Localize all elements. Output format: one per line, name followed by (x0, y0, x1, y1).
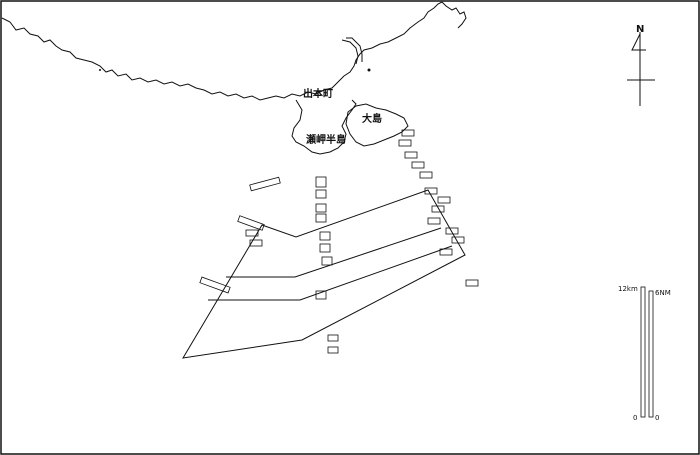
track-line-1 (226, 227, 442, 278)
label-island: 大島 (362, 112, 382, 125)
small-islet (99, 69, 101, 71)
scale-km-top: 12km (618, 285, 638, 293)
north-label: N (636, 24, 644, 35)
survey-area-outline (182, 189, 466, 359)
scale-bar: 12km 0 6NM 0 (618, 285, 671, 422)
coastline-east (441, 1, 467, 29)
river (341, 37, 363, 65)
label-peninsula: 瀬岬半島 (306, 133, 346, 146)
scale-nm-top: 6NM (655, 289, 671, 297)
river-mouth-marker (367, 68, 371, 72)
north-arrow: N (627, 24, 655, 106)
coastline (1, 1, 443, 101)
scale-nm-bottom: 0 (655, 414, 659, 422)
label-town: 出本町 (303, 87, 333, 100)
nav-marks (199, 129, 479, 354)
scale-km-bottom: 0 (633, 414, 637, 422)
track-line-2 (208, 245, 453, 301)
